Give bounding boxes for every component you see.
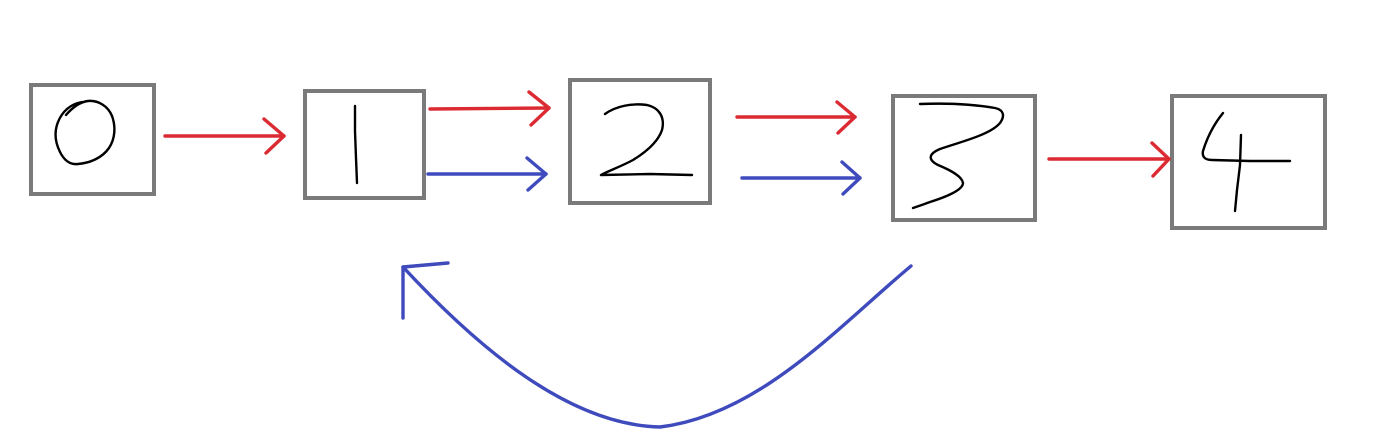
- node-1: [303, 89, 426, 200]
- edge-1-to-2-blue: [426, 156, 548, 192]
- arrow-head: [262, 117, 286, 155]
- edge-3-to-4-red: [1047, 141, 1171, 178]
- node-0-box: [29, 83, 156, 196]
- node-3-box: [891, 94, 1037, 222]
- arrow-head: [527, 90, 551, 127]
- node-0: [29, 83, 156, 196]
- edge-3-to-1-blue-loop: [401, 261, 913, 429]
- arrow-head: [840, 160, 862, 196]
- arrow-head: [1150, 141, 1171, 178]
- edge-2-to-3-blue: [740, 160, 862, 196]
- node-1-box: [303, 89, 426, 200]
- arrow-curve: [401, 264, 913, 429]
- node-0-digit: [54, 99, 116, 166]
- edge-2-to-3-red: [735, 100, 857, 135]
- node-4: [1170, 94, 1327, 230]
- node-4-digit-stem: [1233, 133, 1243, 213]
- node-2-digit: [599, 103, 694, 177]
- arrow-head: [401, 261, 450, 320]
- arrow-shaft: [428, 106, 551, 111]
- node-3-digit: [911, 102, 1005, 210]
- node-3: [891, 94, 1037, 222]
- edge-0-to-1-red: [163, 117, 286, 155]
- edge-1-to-2-red: [428, 90, 551, 127]
- node-2: [568, 78, 712, 205]
- node-1-digit: [353, 104, 359, 185]
- node-4-digit-diagonal: [1201, 111, 1292, 163]
- arrow-head: [835, 100, 857, 135]
- arrow-head: [525, 156, 548, 192]
- node-2-box: [568, 78, 712, 205]
